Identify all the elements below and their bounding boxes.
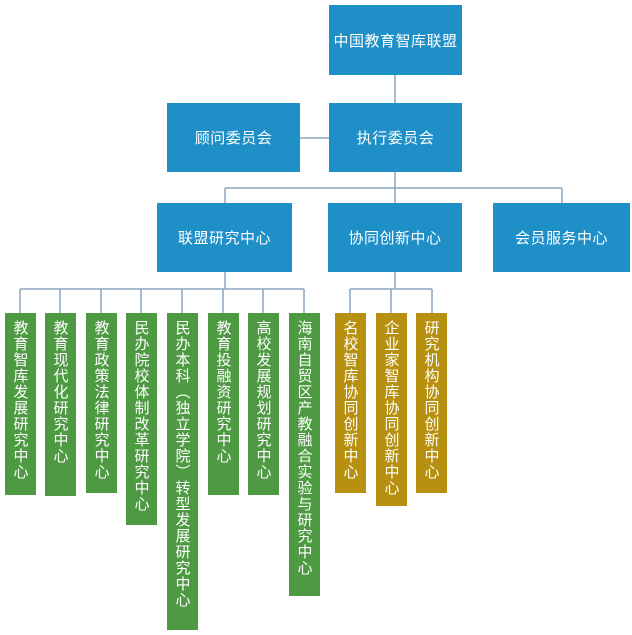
research-unit-1: 教育智库发展研究中心 [5,313,36,495]
research-unit-4-label: 民办院校体制改革研究中心 [132,320,151,512]
research-unit-5-label: 民办本科（独立学院）转型发展研究中心 [173,320,192,608]
node-executive-committee: 执行委员会 [329,103,462,172]
research-unit-3: 教育政策法律研究中心 [86,313,117,493]
innovation-unit-3-label: 研究机构协同创新中心 [422,320,441,480]
research-unit-2-label: 教育现代化研究中心 [51,320,70,464]
research-unit-4: 民办院校体制改革研究中心 [126,313,157,525]
research-unit-6-label: 教育投融资研究中心 [214,320,233,464]
node-executive-committee-label: 执行委员会 [356,129,435,147]
innovation-unit-1: 名校智库协同创新中心 [335,313,366,493]
research-unit-2: 教育现代化研究中心 [45,313,76,496]
node-advisory-committee-label: 顾问委员会 [194,129,273,147]
research-unit-8-label: 海南自贸区产教融合实验与研究中心 [295,320,314,576]
research-unit-7-label: 高校发展规划研究中心 [254,320,273,480]
research-unit-6: 教育投融资研究中心 [208,313,239,495]
research-unit-8: 海南自贸区产教融合实验与研究中心 [289,313,320,596]
node-alliance-label: 中国教育智库联盟 [333,31,458,50]
innovation-unit-2: 企业家智库协同创新中心 [376,313,407,506]
research-unit-3-label: 教育政策法律研究中心 [92,320,111,480]
research-unit-7: 高校发展规划研究中心 [248,313,279,495]
node-member-center: 会员服务中心 [493,203,630,272]
node-innovation-center-label: 协同创新中心 [348,229,442,247]
node-advisory-committee: 顾问委员会 [167,103,300,172]
innovation-unit-1-label: 名校智库协同创新中心 [341,320,360,480]
node-alliance: 中国教育智库联盟 [329,5,462,75]
node-research-center-label: 联盟研究中心 [177,229,271,247]
node-member-center-label: 会员服务中心 [514,229,608,247]
innovation-unit-2-label: 企业家智库协同创新中心 [382,320,401,496]
node-innovation-center: 协同创新中心 [328,203,462,272]
research-unit-5: 民办本科（独立学院）转型发展研究中心 [167,313,198,630]
node-research-center: 联盟研究中心 [157,203,292,272]
research-unit-1-label: 教育智库发展研究中心 [11,320,30,480]
innovation-unit-3: 研究机构协同创新中心 [416,313,447,493]
